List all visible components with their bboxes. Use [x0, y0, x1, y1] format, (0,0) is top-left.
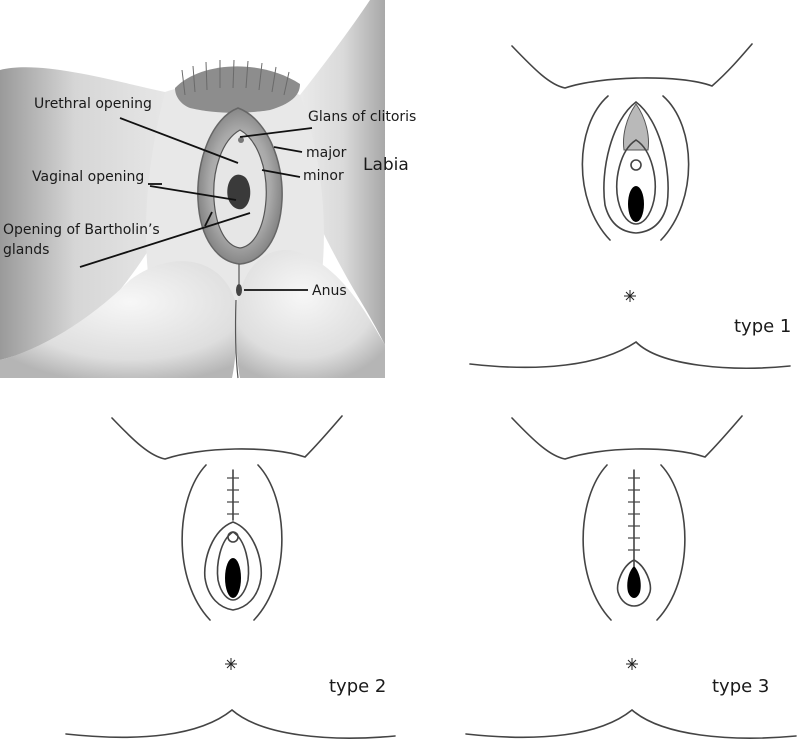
- type3-anus-icon: [626, 658, 638, 670]
- type1-label: type 1: [734, 316, 791, 337]
- type1-anus-icon: [624, 290, 636, 302]
- type2-label: type 2: [329, 676, 386, 697]
- type1-upper-outline: [512, 44, 752, 88]
- label-urethral-opening: Urethral opening: [34, 96, 152, 112]
- type2-lower-outline: [66, 710, 395, 738]
- type2-upper-outline: [112, 416, 342, 459]
- label-bartholin-line1: Opening of Bartholin’s: [3, 222, 160, 238]
- type2-outer-right: [254, 465, 282, 620]
- type1-lower-outline: [470, 342, 790, 368]
- label-labia: Labia: [363, 155, 409, 175]
- type1-vaginal-opening: [628, 186, 644, 222]
- type3-upper-outline: [512, 416, 742, 459]
- type3-lower-outline: [466, 710, 796, 738]
- anus-dot: [236, 284, 242, 296]
- type2-diagram: type 2: [66, 416, 395, 738]
- type3-label: type 3: [712, 676, 769, 697]
- clitoris-glans: [238, 137, 244, 143]
- label-minor: minor: [303, 168, 344, 184]
- label-vaginal-opening: Vaginal opening: [32, 169, 144, 185]
- type2-outer-left: [182, 465, 210, 620]
- label-anus: Anus: [312, 283, 347, 299]
- type3-outer-right: [657, 465, 685, 620]
- type1-urethra: [631, 160, 641, 170]
- label-major: major: [306, 145, 347, 161]
- type2-urethra: [228, 532, 238, 542]
- type3-diagram: type 3: [466, 416, 796, 738]
- type1-diagram: type 1: [470, 44, 791, 368]
- type2-anus-icon: [225, 658, 237, 670]
- type2-vaginal-opening: [225, 558, 241, 598]
- anatomy-illustration: Urethral opening Glans of clitoris major…: [0, 0, 416, 378]
- type1-outer-right: [661, 96, 689, 240]
- label-glans-of-clitoris: Glans of clitoris: [308, 109, 416, 125]
- type3-opening: [627, 566, 641, 598]
- label-bartholin-line2: glands: [3, 242, 49, 258]
- type3-outer-left: [583, 465, 611, 620]
